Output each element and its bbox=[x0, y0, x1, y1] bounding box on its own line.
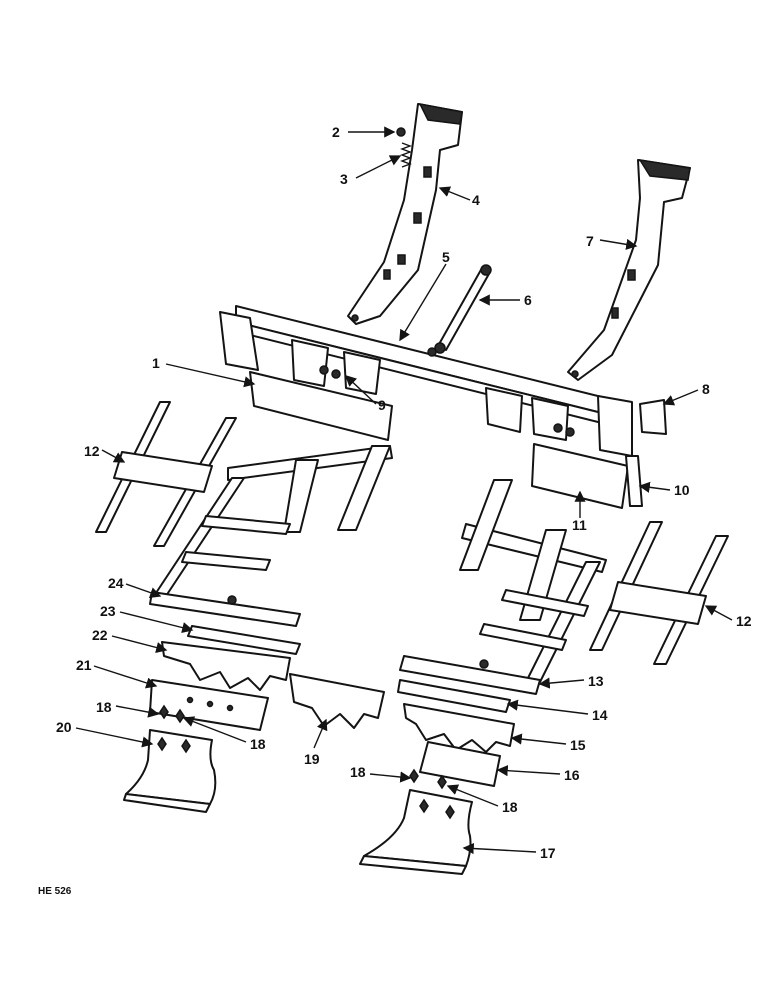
callout-17: 17 bbox=[540, 845, 556, 861]
part-6-brace-rod bbox=[434, 264, 492, 354]
part-17-right-sweep bbox=[359, 789, 473, 875]
callout-labels: 1 2 3 4 5 6 7 8 9 10 11 12 12 13 14 15 1… bbox=[56, 124, 752, 861]
part-3-spring bbox=[400, 142, 412, 168]
callout-1: 1 bbox=[152, 355, 160, 371]
part-18-bolt bbox=[409, 768, 419, 784]
callout-21: 21 bbox=[76, 657, 92, 673]
callout-18-d: 18 bbox=[502, 799, 518, 815]
part-18-bolt bbox=[159, 704, 169, 720]
callout-16: 16 bbox=[564, 767, 580, 783]
part-12-right-slides bbox=[589, 521, 729, 665]
part-10-bracket bbox=[625, 455, 643, 507]
part-11-right-plate bbox=[531, 443, 629, 509]
callout-19: 19 bbox=[304, 751, 320, 767]
callout-24: 24 bbox=[108, 575, 124, 591]
part-24-left-shank-frame bbox=[149, 445, 393, 627]
part-18-bolt bbox=[437, 774, 447, 790]
callout-18-b: 18 bbox=[250, 736, 266, 752]
part-18-bolt bbox=[175, 708, 185, 724]
part-7-right-arm bbox=[567, 158, 691, 381]
callout-12-left: 12 bbox=[84, 443, 100, 459]
part-8-clip bbox=[639, 399, 667, 435]
callout-5: 5 bbox=[442, 249, 450, 265]
part-2-nut bbox=[396, 127, 406, 137]
callout-6: 6 bbox=[524, 292, 532, 308]
part-13-right-shank-frame bbox=[399, 479, 607, 695]
callout-2: 2 bbox=[332, 124, 340, 140]
callout-11: 11 bbox=[572, 517, 587, 533]
callout-13: 13 bbox=[588, 673, 604, 689]
callout-14: 14 bbox=[592, 707, 608, 723]
callout-12-right: 12 bbox=[736, 613, 752, 629]
part-16-plate bbox=[419, 741, 501, 787]
leader-lines bbox=[75, 126, 733, 855]
part-4-left-arm bbox=[347, 102, 463, 325]
callout-3: 3 bbox=[340, 171, 348, 187]
callout-15: 15 bbox=[570, 737, 586, 753]
callout-8: 8 bbox=[702, 381, 710, 397]
part-14-bar bbox=[397, 679, 511, 713]
part-22-plate bbox=[161, 641, 291, 691]
callout-20: 20 bbox=[56, 719, 72, 735]
callout-4: 4 bbox=[472, 192, 480, 208]
part-1-left-plate bbox=[249, 371, 393, 441]
part-20-left-sweep bbox=[123, 729, 217, 813]
figure-reference: HE 526 bbox=[38, 886, 72, 897]
callout-18-a: 18 bbox=[96, 699, 112, 715]
callout-22: 22 bbox=[92, 627, 108, 643]
callout-23: 23 bbox=[100, 603, 116, 619]
callout-9: 9 bbox=[378, 397, 386, 413]
callout-18-c: 18 bbox=[350, 764, 366, 780]
callout-7: 7 bbox=[586, 233, 594, 249]
callout-10: 10 bbox=[674, 482, 690, 498]
part-19-plate bbox=[289, 673, 385, 729]
part-5-main-frame bbox=[219, 305, 633, 457]
part-12-left-slides bbox=[95, 401, 237, 547]
